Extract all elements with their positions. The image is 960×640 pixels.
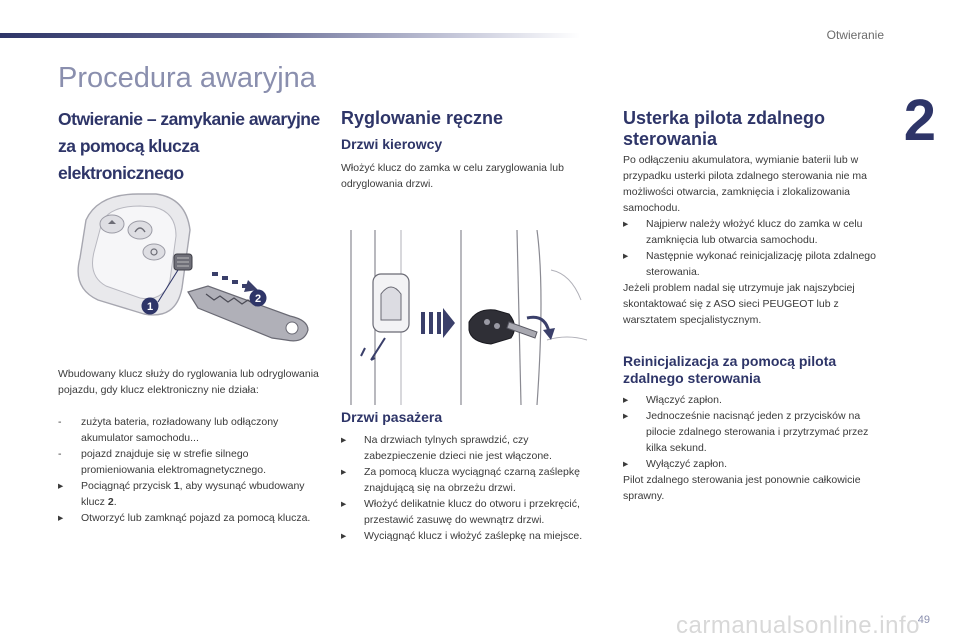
reinit-heading-line1: Reinicjalizacja za pomocą pilota [623,353,837,369]
page-title: Procedura awaryjna [58,62,316,94]
col2-heading: Ryglowanie ręczne [341,108,504,128]
col1-heading: Otwieranie – zamykanie awaryjne za pomoc… [58,106,323,187]
reinit-heading: Reinicjalizacja za pomocą pilota zdalneg… [623,353,893,387]
bullet-icon: ▸ [623,410,629,422]
key-illustration: 1 2 [58,180,326,360]
col1-intro: Wbudowany klucz służy do ryglowania lub … [58,368,319,396]
list-item: ▸Włożyć delikatnie klucz do otworu i prz… [341,498,580,526]
col3-outro: Jeżeli problem nadal się utrzymuje jak n… [623,282,855,326]
dash-marker: - [58,416,62,428]
list-item: ▸Najpierw należy włożyć klucz do zamka w… [623,218,863,246]
bullet-icon: ▸ [341,434,347,446]
col3-intro: Po odłączeniu akumulatora, wymianie bate… [623,154,867,214]
list-item: -zużyta bateria, rozładowany lub odłączo… [58,416,279,444]
list-item: ▸Jednocześnie nacisnąć jeden z przyciskó… [623,410,869,454]
list-item: ▸Następnie wykonać reinicjalizację pilot… [623,250,876,278]
reinit-list: ▸Włączyć zapłon. ▸Jednocześnie nacisnąć … [623,392,888,472]
list-item: ▸Za pomocą klucza wyciągnąć czarną zaśle… [341,466,580,494]
bullet-icon: ▸ [341,530,347,542]
driver-door-text: Włożyć klucz do zamka w celu zaryglowani… [341,162,564,190]
page-number: 49 [917,614,930,626]
door-lock-illustration [341,230,591,405]
header-color-bar [0,33,580,38]
callout-2: 2 [255,293,261,305]
list-item: ▸Otworzyć lub zamknąć pojazd za pomocą k… [58,512,311,524]
bullet-icon: ▸ [341,498,347,510]
col3-list: ▸Najpierw należy włożyć klucz do zamka w… [623,216,888,280]
reinit-heading-line2: zdalnego sterowania [623,370,761,386]
list-item: ▸Na drzwiach tylnych sprawdzić, czy zabe… [341,434,552,462]
list-item: ▸Wyłączyć zapłon. [623,458,728,470]
bullet-icon: ▸ [623,218,629,230]
passenger-door-list: ▸Na drzwiach tylnych sprawdzić, czy zabe… [341,432,591,544]
reinit-outro: Pilot zdalnego sterowania jest ponownie … [623,474,861,502]
col1-heading-line1: Otwieranie – zamykanie awaryjne [58,109,320,129]
bullet-icon: ▸ [341,466,347,478]
list-item: ▸Włączyć zapłon. [623,394,722,406]
callout-1: 1 [147,301,153,313]
list-item: -pojazd znajduje się w strefie silnego p… [58,448,267,476]
col1-heading-line2: za pomocą klucza elektronicznego [58,136,199,183]
dash-marker: - [58,448,62,460]
bullet-icon: ▸ [623,458,629,470]
passenger-door-heading: Drzwi pasażera [341,409,443,425]
col3-heading-line2: sterowania [623,129,718,149]
list-item: ▸Pociągnąć przycisk 1, aby wysunąć wbudo… [58,480,305,508]
bullet-icon: ▸ [623,250,629,262]
bullet-icon: ▸ [58,480,64,492]
bullet-icon: ▸ [623,394,629,406]
chapter-number: 2 [903,88,936,153]
watermark: carmanualsonline.info [676,612,920,639]
col3-heading-line1: Usterka pilota zdalnego [623,108,826,128]
list-item: ▸Wyciągnąć klucz i włożyć zaślepkę na mi… [341,530,583,542]
bullet-icon: ▸ [58,512,64,524]
section-label: Otwieranie [826,28,884,42]
driver-door-heading: Drzwi kierowcy [341,136,443,152]
col3-heading: Usterka pilota zdalnego sterowania [623,108,893,150]
col1-list: -zużyta bateria, rozładowany lub odłączo… [58,414,323,526]
